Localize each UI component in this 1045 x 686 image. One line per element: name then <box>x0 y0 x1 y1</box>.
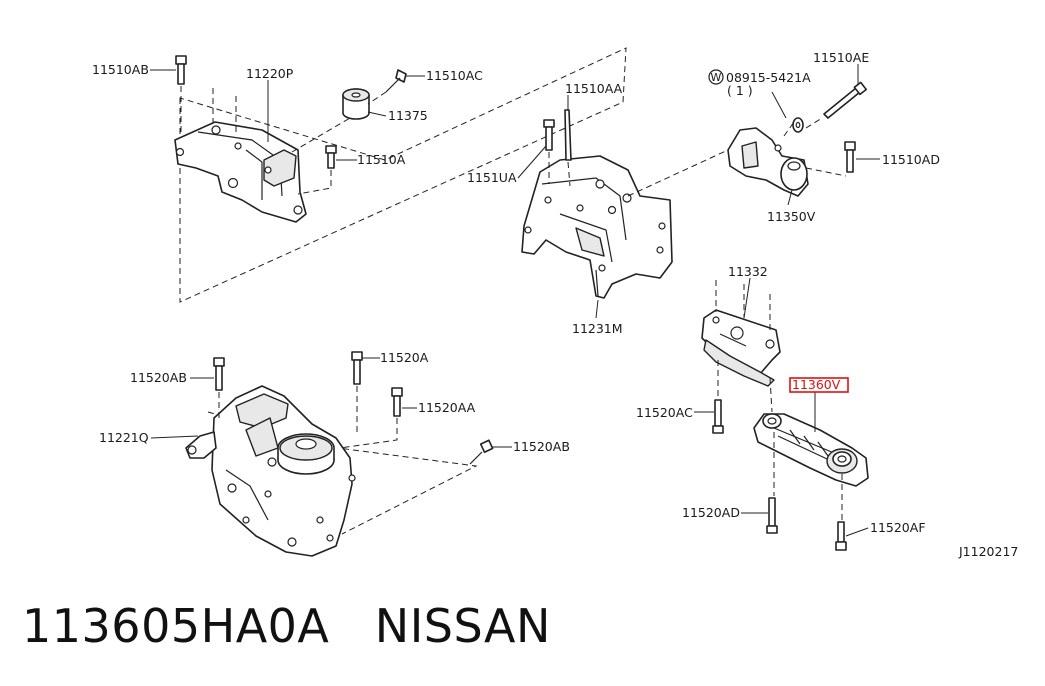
label-11375: 11375 <box>388 108 428 123</box>
label-11510aa: 11510AA <box>565 81 623 96</box>
label-11520a: 11520A <box>380 350 429 365</box>
label-11520ab-top: 11520AB <box>130 370 187 385</box>
label-11221q: 11221Q <box>99 430 149 445</box>
bolt-11520ab-top <box>213 357 225 391</box>
bolt-11520ad <box>766 497 778 534</box>
bolt-11520ab-right <box>469 439 494 465</box>
caption-part-number: 113605HA0A <box>22 599 330 653</box>
label-11520ab-right: 11520AB <box>513 439 570 454</box>
label-11520af: 11520AF <box>870 520 926 535</box>
mount-11350v <box>727 127 809 197</box>
label-11510ab: 11510AB <box>92 62 149 77</box>
label-11332: 11332 <box>728 264 768 279</box>
torque-rod-11360v <box>753 413 869 487</box>
leader-lines <box>150 64 880 537</box>
bracket-11220p <box>174 121 307 223</box>
label-11360v: 11360V <box>792 377 841 392</box>
reference-code: J1120217 <box>958 544 1018 559</box>
top-left-dashed-frame <box>179 47 627 303</box>
bolt-11510ad <box>844 141 856 173</box>
bolt-11510ae <box>823 81 868 119</box>
label-08915-5421a: 08915-5421A <box>726 70 811 85</box>
bolt-11520aa <box>391 387 403 417</box>
label-11520ac: 11520AC <box>636 405 693 420</box>
bracket-11332 <box>701 309 781 387</box>
bolt-11510ab <box>175 55 187 85</box>
highlight-box-11360v <box>789 377 849 393</box>
label-11520aa: 11520AA <box>418 400 476 415</box>
washer-symbol-letter: W <box>711 71 722 84</box>
label-11520ad: 11520AD <box>682 505 740 520</box>
mount-arm-11221q <box>185 431 217 459</box>
bottom-left-dashed-frame <box>207 411 478 535</box>
label-11510ae: 11510AE <box>813 50 869 65</box>
rubber-11375 <box>342 88 370 120</box>
caption-brand: NISSAN <box>374 599 551 653</box>
label-11510a: 11510A <box>357 152 406 167</box>
washer-symbol <box>708 69 724 85</box>
label-11510ac: 11510AC <box>426 68 483 83</box>
bolt-1151ua <box>543 119 555 151</box>
label-11510ad: 11510AD <box>882 152 940 167</box>
mount-11221q <box>211 385 356 557</box>
label-11350v: 11350V <box>767 209 816 224</box>
stud-11510aa <box>564 109 572 161</box>
label-11220p: 11220P <box>246 66 294 81</box>
label-11231m: 11231M <box>572 321 623 336</box>
bolt-11520ac <box>712 399 724 434</box>
bolt-11520af <box>835 521 847 551</box>
bolt-11510a <box>325 145 337 169</box>
bolt-11520a <box>351 351 363 385</box>
label-1151ua: 1151UA <box>467 170 517 185</box>
part-caption: 113605HA0A NISSAN <box>22 598 551 654</box>
bolt-11510ac <box>385 69 407 93</box>
label-08915-qty: ( 1 ) <box>727 83 753 98</box>
bracket-11231m <box>521 155 673 299</box>
